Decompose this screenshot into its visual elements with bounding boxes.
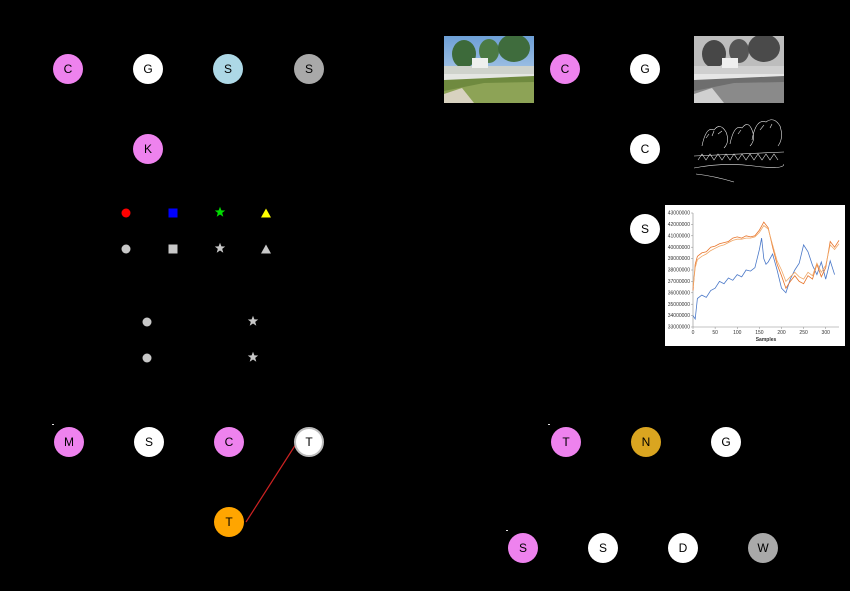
node-c[interactable]: C <box>214 427 244 457</box>
y-tick-label: 34000000 <box>668 313 690 319</box>
y-tick-label: 35000000 <box>668 302 690 308</box>
edge-map-thumbnail <box>694 116 784 183</box>
circle-icon <box>121 244 131 254</box>
line-chart-plot: 33000000 34000000 35000000 36000000 37000000… <box>668 211 840 343</box>
chart-axes: 33000000 34000000 35000000 36000000 37000000… <box>668 211 839 336</box>
y-tick-label: 36000000 <box>668 290 690 296</box>
star-icon <box>247 351 259 362</box>
node-c[interactable]: C <box>53 54 83 84</box>
series-line-2 <box>692 221 840 291</box>
node-m[interactable]: M <box>54 427 84 457</box>
triangle-icon <box>261 208 271 218</box>
x-tick-label: 200 <box>777 330 786 336</box>
node-c[interactable]: C <box>550 54 580 84</box>
node-t[interactable]: T <box>214 507 244 537</box>
star-icon <box>214 206 226 217</box>
y-tick-label: 40000000 <box>668 245 690 251</box>
square-icon <box>168 244 178 254</box>
x-tick-label: 0 <box>692 330 695 336</box>
x-axis-label: Samples <box>756 337 777 343</box>
circle-icon <box>121 208 131 218</box>
node-g[interactable]: G <box>133 54 163 84</box>
series-line-3 <box>692 224 840 288</box>
node-d[interactable]: D <box>668 533 698 563</box>
y-tick-label: 38000000 <box>668 268 690 274</box>
node-c[interactable]: C <box>630 134 660 164</box>
y-tick-label: 42000000 <box>668 222 690 228</box>
edge-t2-t1 <box>245 443 297 523</box>
marker-dot <box>52 424 54 425</box>
y-tick-label: 39000000 <box>668 256 690 262</box>
triangle-icon <box>261 244 271 254</box>
y-tick-label: 43000000 <box>668 211 690 217</box>
line-chart: 33000000 34000000 35000000 36000000 37000000… <box>665 205 845 346</box>
node-g[interactable]: G <box>630 54 660 84</box>
marker-dot <box>506 530 508 531</box>
y-tick-label: 37000000 <box>668 279 690 285</box>
y-tick-label: 41000000 <box>668 233 690 239</box>
x-tick-label: 50 <box>712 330 718 336</box>
node-w[interactable]: W <box>748 533 778 563</box>
color-photo-thumbnail <box>444 36 534 103</box>
chart-series-layer <box>692 221 840 321</box>
star-icon <box>214 242 226 253</box>
x-tick-label: 100 <box>733 330 742 336</box>
y-tick-label: 33000000 <box>668 325 690 331</box>
node-s[interactable]: S <box>134 427 164 457</box>
x-tick-label: 300 <box>822 330 831 336</box>
node-t[interactable]: T <box>551 427 581 457</box>
node-n[interactable]: N <box>631 427 661 457</box>
node-g[interactable]: G <box>711 427 741 457</box>
node-k[interactable]: K <box>133 134 163 164</box>
star-icon <box>247 315 259 326</box>
x-tick-label: 150 <box>755 330 764 336</box>
square-icon <box>168 208 178 218</box>
circle-icon <box>142 317 152 327</box>
series-line-1 <box>692 238 835 321</box>
node-t[interactable]: T <box>294 427 324 457</box>
circle-icon <box>142 353 152 363</box>
node-s[interactable]: S <box>508 533 538 563</box>
grayscale-photo-thumbnail <box>694 36 784 103</box>
marker-dot <box>548 424 550 425</box>
node-s[interactable]: S <box>294 54 324 84</box>
x-tick-label: 250 <box>799 330 808 336</box>
node-s[interactable]: S <box>213 54 243 84</box>
node-s[interactable]: S <box>630 214 660 244</box>
node-s[interactable]: S <box>588 533 618 563</box>
